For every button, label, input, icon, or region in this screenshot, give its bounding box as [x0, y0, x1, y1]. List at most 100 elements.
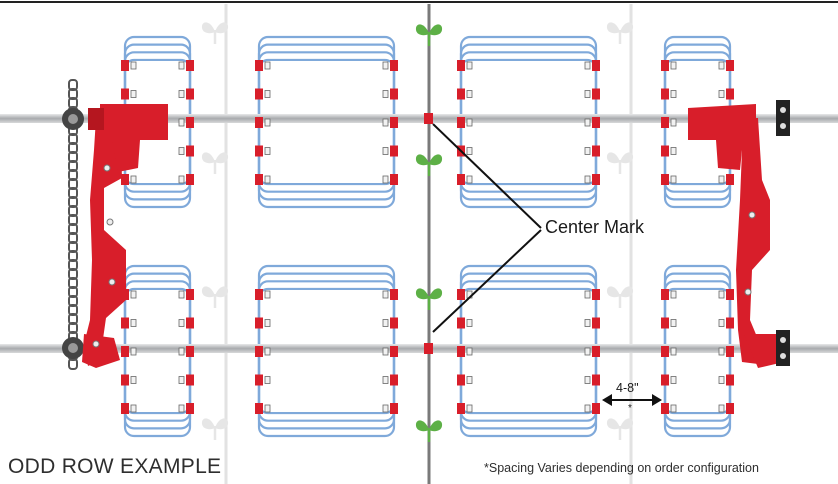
plant-icon [201, 418, 229, 440]
top-rod [0, 114, 838, 123]
plant-icon [606, 286, 634, 308]
left-frame [62, 79, 168, 370]
bolt-icon [186, 145, 194, 157]
bolt-icon [457, 374, 465, 386]
bolt-icon [726, 174, 734, 185]
ghost-plants [201, 22, 634, 440]
bolt-icon [186, 346, 194, 357]
bolt-icon [726, 88, 734, 100]
bolt-icon [726, 374, 734, 386]
bolt-icon [726, 346, 734, 357]
bolt-icon [661, 60, 669, 71]
bolt-icon [186, 174, 194, 185]
bolt-icon [121, 88, 129, 100]
bolt-icon [121, 374, 129, 386]
bottom-rod [0, 344, 838, 353]
bolt-icon [186, 374, 194, 386]
bolt-icon [121, 346, 129, 357]
bolt-icon [186, 403, 194, 414]
bolt-icon [186, 317, 194, 329]
callout-line-top [432, 123, 542, 229]
bolt-icon [592, 88, 600, 100]
right-frame [688, 100, 790, 368]
bolt-icon [592, 145, 600, 157]
bolt-icon [457, 346, 465, 357]
spacing-arrow [602, 394, 662, 406]
plant-icon [606, 418, 634, 440]
bolt-icon [390, 346, 398, 357]
plant-icon [606, 152, 634, 174]
bolt-icon [592, 346, 600, 357]
bolt-icon [186, 117, 194, 128]
center-mark-top [424, 113, 433, 124]
bolt-icon [661, 403, 669, 414]
bolt-icon [255, 374, 263, 386]
bolt-icon [255, 145, 263, 157]
bolt-icon [661, 174, 669, 185]
bolt-icon [390, 289, 398, 300]
bolt-icon [390, 317, 398, 329]
end-block-top [776, 100, 790, 136]
bolt-icon [726, 403, 734, 414]
bolt-icon [661, 317, 669, 329]
bolt-icon [255, 346, 263, 357]
bolt-icon [661, 289, 669, 300]
bolt-icon [592, 117, 600, 128]
bolt-icon [661, 117, 669, 128]
bolt-icon [186, 289, 194, 300]
bolt-icon [186, 88, 194, 100]
bolt-icon [726, 289, 734, 300]
bolt-icon [457, 117, 465, 128]
diagram-title: ODD ROW EXAMPLE [8, 455, 222, 478]
end-block-bottom [776, 330, 790, 366]
plant-icon [201, 152, 229, 174]
bolt-icon [390, 117, 398, 128]
bolt-icon [121, 317, 129, 329]
bolt-icon [457, 88, 465, 100]
spacing-asterisk: * [628, 403, 632, 414]
bolt-icon [592, 60, 600, 71]
center-mark-label: Center Mark [545, 217, 645, 237]
bolt-icon [255, 174, 263, 185]
chain-icon [68, 79, 78, 370]
bolt-icon [390, 174, 398, 185]
bolt-icon [661, 374, 669, 386]
plant-icon [606, 22, 634, 44]
plant-icon [415, 420, 443, 442]
bolt-icon [457, 289, 465, 300]
bolt-icon [390, 88, 398, 100]
plant-icon [201, 286, 229, 308]
spacing-label: 4-8" [616, 381, 639, 395]
bolt-icon [592, 374, 600, 386]
bolt-icon [726, 60, 734, 71]
bolt-icon [592, 403, 600, 414]
bolt-icon [255, 117, 263, 128]
plant-icon [415, 154, 443, 176]
bolt-icon [255, 317, 263, 329]
left-frame-plate [84, 118, 126, 366]
right-frame-plate [736, 118, 770, 364]
left-top-mount [100, 104, 168, 172]
bolt-icon [255, 403, 263, 414]
bolt-icon [661, 88, 669, 100]
bolt-icon [255, 289, 263, 300]
bolt-icon [121, 403, 129, 414]
bolt-icon [390, 403, 398, 414]
green-plants [415, 24, 443, 442]
footnote: *Spacing Varies depending on order confi… [484, 461, 759, 475]
bolt-icon [457, 403, 465, 414]
bolt-icon [457, 60, 465, 71]
right-bottom-bracket [744, 334, 784, 368]
center-mark-bottom [424, 343, 433, 354]
tine-clamps [121, 60, 734, 414]
bolt-icon [255, 60, 263, 71]
bolt-icon [726, 317, 734, 329]
bolt-icon [121, 174, 129, 185]
bolt-icon [255, 88, 263, 100]
bolt-icon [186, 60, 194, 71]
bolt-icon [661, 145, 669, 157]
bolt-icon [592, 289, 600, 300]
plant-icon [201, 22, 229, 44]
